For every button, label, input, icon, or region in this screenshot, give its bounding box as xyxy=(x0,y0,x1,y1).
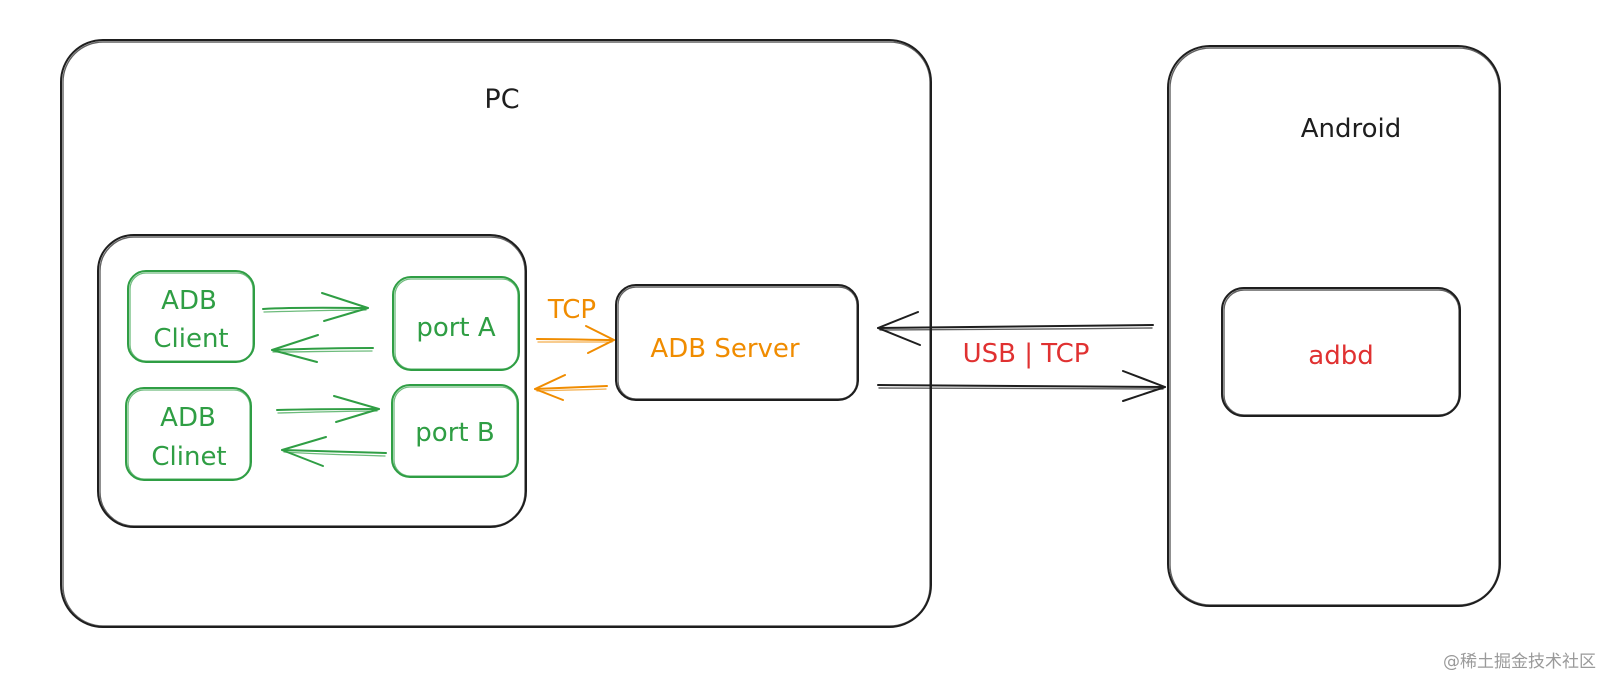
client-1-line1: ADB xyxy=(161,286,217,316)
port-b-label: port B xyxy=(415,418,494,448)
arrow-client1-to-porta xyxy=(262,292,369,322)
pc-container: PC xyxy=(60,39,932,628)
client-group-container xyxy=(97,234,527,528)
port-b: port B xyxy=(391,384,519,478)
arrow-client2-to-portb xyxy=(276,395,380,423)
client-1-line2: Client xyxy=(153,324,228,354)
client-2-line2: Clinet xyxy=(151,442,226,472)
android-label: Android xyxy=(1301,114,1402,144)
pc-label: PC xyxy=(484,84,519,115)
arrow-adbd-to-server xyxy=(877,311,1154,346)
arrow-portb-to-client2 xyxy=(281,436,387,467)
watermark: @稀土掘金技术社区 xyxy=(1443,652,1596,672)
tcp-label: TCP xyxy=(547,295,596,325)
adb-client-1: ADB Client xyxy=(127,270,255,363)
port-a-label: port A xyxy=(416,313,496,343)
adb-client-2: ADB Clinet xyxy=(125,387,252,481)
arrow-server-to-portb xyxy=(534,374,608,401)
adbd-daemon: adbd xyxy=(1221,287,1461,417)
adb-server-label: ADB Server xyxy=(650,334,799,364)
adb-server: ADB Server xyxy=(615,284,859,401)
arrow-porta-to-server xyxy=(536,325,615,354)
client-2-line1: ADB xyxy=(160,403,216,433)
port-a: port A xyxy=(392,276,520,371)
android-container: Android xyxy=(1167,45,1501,607)
adbd-label: adbd xyxy=(1308,341,1373,371)
arrow-server-to-adbd xyxy=(877,370,1166,402)
usb-tcp-label: USB | TCP xyxy=(963,339,1090,369)
arrow-porta-to-client1 xyxy=(271,334,374,363)
